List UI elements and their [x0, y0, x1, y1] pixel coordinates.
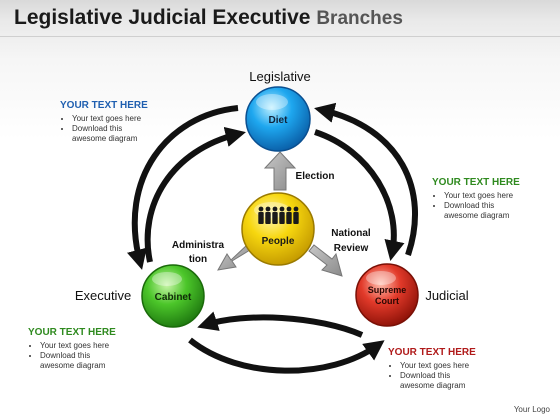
arrow-judicial-to-legislative: [314, 102, 418, 256]
callout-heading: YOUR TEXT HERE: [28, 327, 116, 338]
callout-bullet: Your text goes here: [40, 341, 188, 351]
callout-bullet: Your text goes here: [400, 361, 538, 371]
election-label: Election: [296, 171, 335, 182]
title-divider: [0, 36, 560, 37]
diet-node: Diet: [245, 86, 311, 152]
supreme-court-node: Supreme Court: [355, 263, 419, 327]
national-review-label-line1: National: [331, 228, 371, 239]
title-main: Legislative Judicial Executive: [14, 6, 311, 29]
executive-label: Executive: [75, 288, 131, 303]
callout-bullet: Download this awesome diagram: [72, 124, 154, 144]
callout-bullet: Download this awesome diagram: [400, 371, 482, 391]
court-label-line2: Court: [375, 296, 399, 306]
diet-label: Diet: [269, 115, 289, 126]
legislative-label: Legislative: [249, 69, 310, 84]
administration-label-line1: Administra: [172, 240, 225, 251]
arrow-executive-to-judicial: [188, 337, 385, 374]
callout-bullet: Download this awesome diagram: [444, 201, 526, 221]
arrow-legislative-to-executive: [127, 105, 239, 270]
callout-heading: YOUR TEXT HERE: [432, 177, 520, 188]
callout-bottom-right: YOUR TEXT HERE Your text goes here Downl…: [388, 347, 538, 391]
people-icon: [258, 206, 299, 224]
callout-right: YOUR TEXT HERE Your text goes here Downl…: [432, 177, 554, 221]
arrow-legislative-to-judicial: [314, 129, 405, 261]
callout-bullet: Your text goes here: [444, 191, 554, 201]
callout-heading: YOUR TEXT HERE: [60, 100, 148, 111]
administration-label-line2: tion: [189, 254, 207, 265]
national-review-label-line2: Review: [334, 243, 369, 254]
page-title: Legislative Judicial Executive Branches: [14, 6, 403, 30]
cabinet-label: Cabinet: [155, 292, 192, 303]
court-label-line1: Supreme: [368, 285, 407, 295]
arrow-judicial-to-executive: [197, 311, 364, 338]
national-review-arrow: [308, 244, 343, 277]
callout-bullet: Download this awesome diagram: [40, 351, 122, 371]
people-label: People: [262, 236, 295, 247]
people-node: People: [241, 192, 315, 266]
arrow-executive-to-legislative: [144, 126, 246, 263]
callout-heading: YOUR TEXT HERE: [388, 347, 476, 358]
election-arrow: [263, 151, 297, 191]
callout-bullet: Your text goes here: [72, 114, 220, 124]
callout-top-left: YOUR TEXT HERE Your text goes here Downl…: [60, 100, 220, 144]
logo-text: Your Logo: [513, 405, 550, 414]
callout-bottom-left: YOUR TEXT HERE Your text goes here Downl…: [28, 327, 188, 371]
administration-arrow: [217, 243, 251, 271]
cabinet-node: Cabinet: [141, 264, 205, 328]
title-sub: Branches: [316, 8, 403, 29]
judicial-label: Judicial: [425, 288, 468, 303]
